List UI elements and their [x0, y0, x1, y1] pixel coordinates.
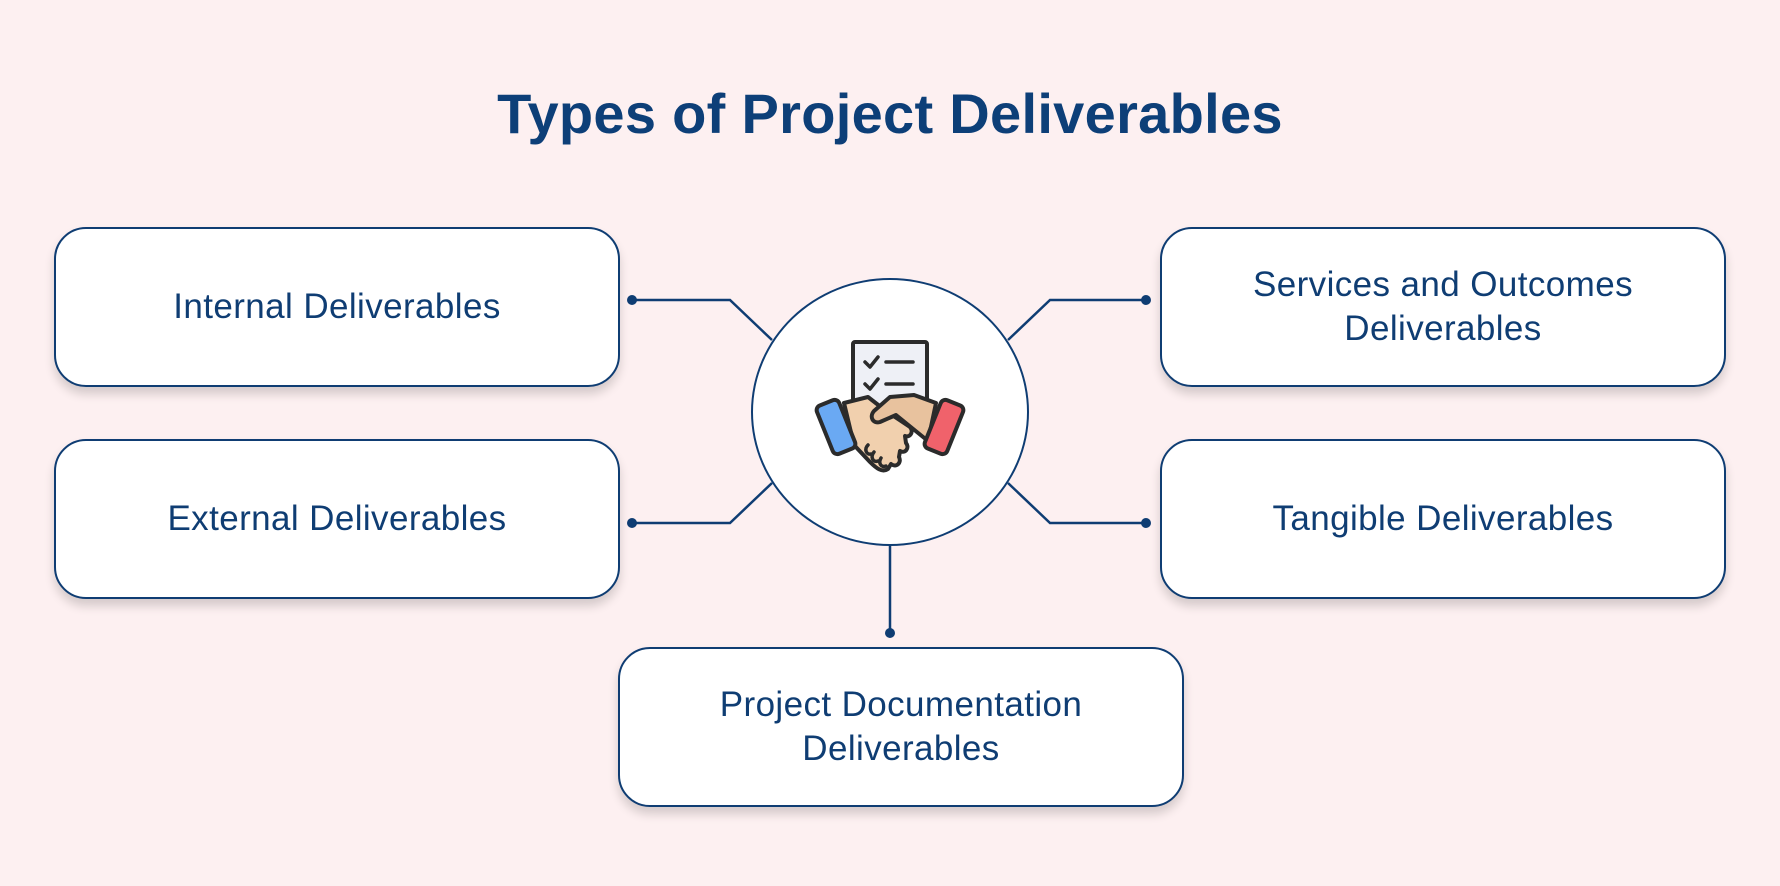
connector-tangible — [1007, 482, 1146, 525]
tangible-deliverables-box: Tangible Deliverables — [1160, 439, 1726, 599]
services-outcomes-deliverables-box: Services and Outcomes Deliverables — [1160, 227, 1726, 387]
project-documentation-deliverables-box: Project Documentation Deliverables — [618, 647, 1184, 807]
connector-dot-external — [627, 518, 637, 528]
diagram-title: Types of Project Deliverables — [497, 82, 1283, 145]
connector-dot-tangible — [1141, 518, 1151, 528]
external-deliverables-label: External Deliverables — [167, 499, 507, 538]
connector-dot-services — [1141, 295, 1151, 305]
tangible-deliverables-label: Tangible Deliverables — [1272, 499, 1614, 538]
external-deliverables-box: External Deliverables — [54, 439, 620, 599]
handshake-agreement-icon — [814, 340, 966, 473]
connector-services — [1007, 298, 1146, 341]
project-documentation-deliverables-label: Project Documentation Deliverables — [719, 685, 1083, 768]
connector-dot-documentation — [885, 628, 895, 638]
internal-deliverables-label: Internal Deliverables — [173, 287, 501, 326]
connector-external — [632, 482, 773, 525]
central-hub — [751, 278, 1029, 546]
connector-internal — [632, 298, 773, 341]
connector-dot-internal — [627, 295, 637, 305]
internal-deliverables-box: Internal Deliverables — [54, 227, 620, 387]
services-outcomes-deliverables-label: Services and Outcomes Deliverables — [1253, 265, 1633, 348]
